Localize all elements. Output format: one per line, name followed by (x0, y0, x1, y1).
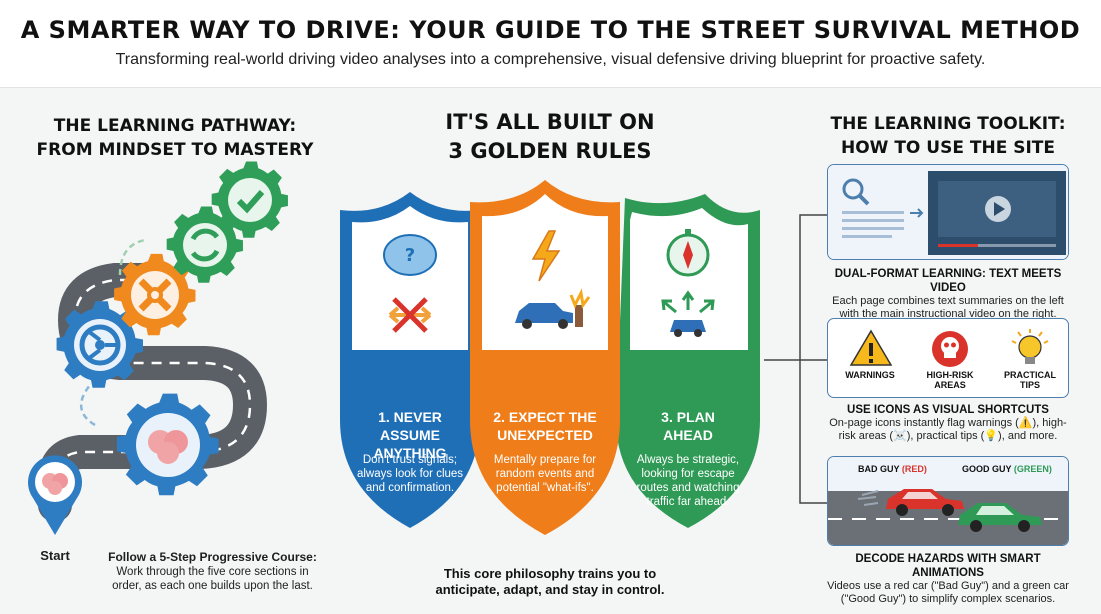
path-arrow (118, 238, 146, 276)
page-subtitle: Transforming real-world driving video an… (115, 51, 986, 68)
gear-step-3-cross-icon (114, 253, 196, 336)
good-guy-color-word: (GREEN) (1013, 464, 1052, 474)
icon-label-high-risk: HIGH-RISK AREAS (920, 370, 980, 390)
pathway-heading-line1: THE LEARNING PATHWAY: (53, 116, 297, 136)
toolkit-heading: THE LEARNING TOOLKIT: HOW TO USE THE SIT… (815, 112, 1081, 160)
no-assumption-arrows-icon (388, 297, 432, 333)
card-icons (827, 318, 1069, 398)
icon-label-tips: PRACTICAL TIPS (1000, 370, 1060, 390)
rule-3-desc: Always be strategic, looking for escape … (626, 453, 750, 509)
page-title: A SMARTER WAY TO DRIVE: YOUR GUIDE TO TH… (20, 16, 1081, 44)
rule-1-desc-line2: always look for clues (356, 468, 464, 480)
card1-line1: Each page combines text summaries on the… (832, 295, 1064, 307)
card3-line2: ("Good Guy") to simplify complex scenari… (840, 593, 1056, 605)
rule-3-desc-line4: traffic far ahead. (646, 496, 730, 508)
good-guy-label: GOOD GUY (GREEN) (962, 464, 1052, 474)
gear-step-1-brain-icon (116, 393, 219, 496)
rules-heading-line1: IT'S ALL BUILT ON (445, 110, 655, 134)
car-escape-routes-icon (661, 290, 715, 337)
compass-icon (666, 229, 710, 277)
icon-label-warnings: WARNINGS (845, 370, 895, 380)
rule-2-desc-line2: random events and (495, 468, 595, 480)
rule-3-title-line1: 3. PLAN (661, 409, 715, 425)
pathway-caption-title: Follow a 5-Step Progressive Course: (108, 550, 317, 564)
bad-guy-label: BAD GUY (RED) (858, 464, 927, 474)
magnifier-icon (842, 178, 864, 200)
gear-step-2-wheel-icon (56, 301, 144, 388)
rules-footer: This core philosophy trains you to antic… (400, 566, 700, 598)
rule-3-title: 3. PLAN AHEAD (626, 408, 750, 444)
rule-1-desc-line1: Don't trust signals; (362, 454, 458, 466)
card-animations-caption: DECODE HAZARDS WITH SMART ANIMATIONS Vid… (820, 552, 1076, 606)
lightning-icon (531, 230, 561, 282)
bad-guy-prefix: BAD GUY (858, 464, 902, 474)
card-icons-caption: USE ICONS AS VISUAL SHORTCUTS On-page ic… (820, 403, 1076, 443)
rules-footer-line2: anticipate, adapt, and stay in control. (435, 582, 665, 597)
pathway-caption-line1: Work through the five core sections in (116, 566, 309, 578)
pathway-heading: THE LEARNING PATHWAY: FROM MINDSET TO MA… (20, 114, 330, 162)
lightbulb-icon (1011, 329, 1049, 364)
toolkit-heading-line2: HOW TO USE THE SITE (840, 138, 1056, 158)
icon-label-high-risk-line2: AREAS (934, 380, 966, 390)
car-crash-icon (515, 288, 591, 329)
card1-title: DUAL-FORMAT LEARNING: TEXT MEETS VIDEO (834, 268, 1062, 294)
green-car-icon (958, 503, 1042, 532)
icon-label-high-risk-line1: HIGH-RISK (926, 370, 974, 380)
icon-label-tips-line1: PRACTICAL (1004, 370, 1056, 380)
rules-heading-line2: 3 GOLDEN RULES (448, 139, 652, 163)
cars-animation-illustration (828, 457, 1068, 545)
icon-shortcuts-illustration (849, 329, 1049, 367)
warning-icon (849, 329, 893, 366)
text-and-video-illustration (828, 165, 1068, 259)
rule-1-title-line1: 1. NEVER ASSUME (378, 409, 442, 443)
rule-2-title-line2: UNEXPECTED (497, 427, 593, 443)
start-label: Start (40, 548, 70, 563)
shield-plan-ahead (616, 194, 760, 528)
rule-3-desc-line3: routes and watching (636, 482, 740, 494)
rule-2-title: 2. EXPECT THE UNEXPECTED (480, 408, 610, 444)
shield-never-assume (340, 192, 480, 528)
rule-2-desc-line1: Mentally prepare for (493, 454, 597, 466)
gear-step-5-check-icon (211, 161, 288, 238)
icon-label-tips-line2: TIPS (1019, 380, 1040, 390)
header-banner: A SMARTER WAY TO DRIVE: YOUR GUIDE TO TH… (0, 0, 1101, 88)
bad-guy-color-word: (RED) (901, 464, 927, 474)
rule-1-desc: Don't trust signals; always look for clu… (352, 453, 468, 495)
pathway-illustration (27, 161, 288, 535)
path-arrow (80, 384, 96, 427)
gear-step-4-cycle-icon (166, 206, 243, 283)
toolkit-heading-line1: THE LEARNING TOOLKIT: (830, 114, 1066, 134)
rule-1-title: 1. NEVER ASSUME ANYTHING (348, 408, 472, 462)
good-guy-prefix: GOOD GUY (962, 464, 1014, 474)
brain-question-icon: ? (383, 234, 437, 276)
rules-footer-line1: This core philosophy trains you to (443, 566, 657, 581)
rule-3-title-line2: AHEAD (663, 427, 713, 443)
card3-title: DECODE HAZARDS WITH SMART ANIMATIONS (855, 553, 1041, 579)
start-pin-icon (27, 455, 82, 535)
rule-1-title-line2: ANYTHING (373, 445, 447, 461)
toolkit-bracket (764, 214, 828, 504)
rules-heading: IT'S ALL BUILT ON 3 GOLDEN RULES (385, 108, 715, 166)
rule-3-desc-line1: Always be strategic, (636, 454, 740, 466)
card2-title: USE ICONS AS VISUAL SHORTCUTS (847, 404, 1049, 416)
card-dual-format (827, 164, 1069, 260)
pathway-caption: Follow a 5-Step Progressive Course: Work… (100, 550, 325, 593)
rule-3-desc-line2: looking for escape (641, 468, 735, 480)
svg-text:?: ? (405, 245, 415, 266)
rule-2-title-line1: 2. EXPECT THE (493, 409, 597, 425)
card1-line2: with the main instructional video on the… (839, 308, 1057, 320)
card2-line1: On-page icons instantly flag warnings (⚠… (829, 417, 1067, 429)
card2-line2: risk areas (☠️), practical tips (💡), and… (838, 430, 1058, 442)
pathway-caption-line2: order, as each one builds upon the last. (112, 580, 313, 592)
rule-2-desc: Mentally prepare for random events and p… (484, 453, 606, 495)
rules-shields: ? (340, 180, 760, 535)
pathway-heading-line2: FROM MINDSET TO MASTERY (36, 140, 314, 160)
card3-line1: Videos use a red car ("Bad Guy") and a g… (827, 580, 1069, 592)
rule-2-desc-line3: potential "what-ifs". (496, 482, 594, 494)
rule-1-desc-line3: and confirmation. (365, 482, 455, 494)
card-animations (827, 456, 1069, 546)
skull-icon (932, 331, 968, 367)
card-dual-format-caption: DUAL-FORMAT LEARNING: TEXT MEETS VIDEO E… (820, 267, 1076, 321)
red-car-icon (857, 489, 964, 516)
